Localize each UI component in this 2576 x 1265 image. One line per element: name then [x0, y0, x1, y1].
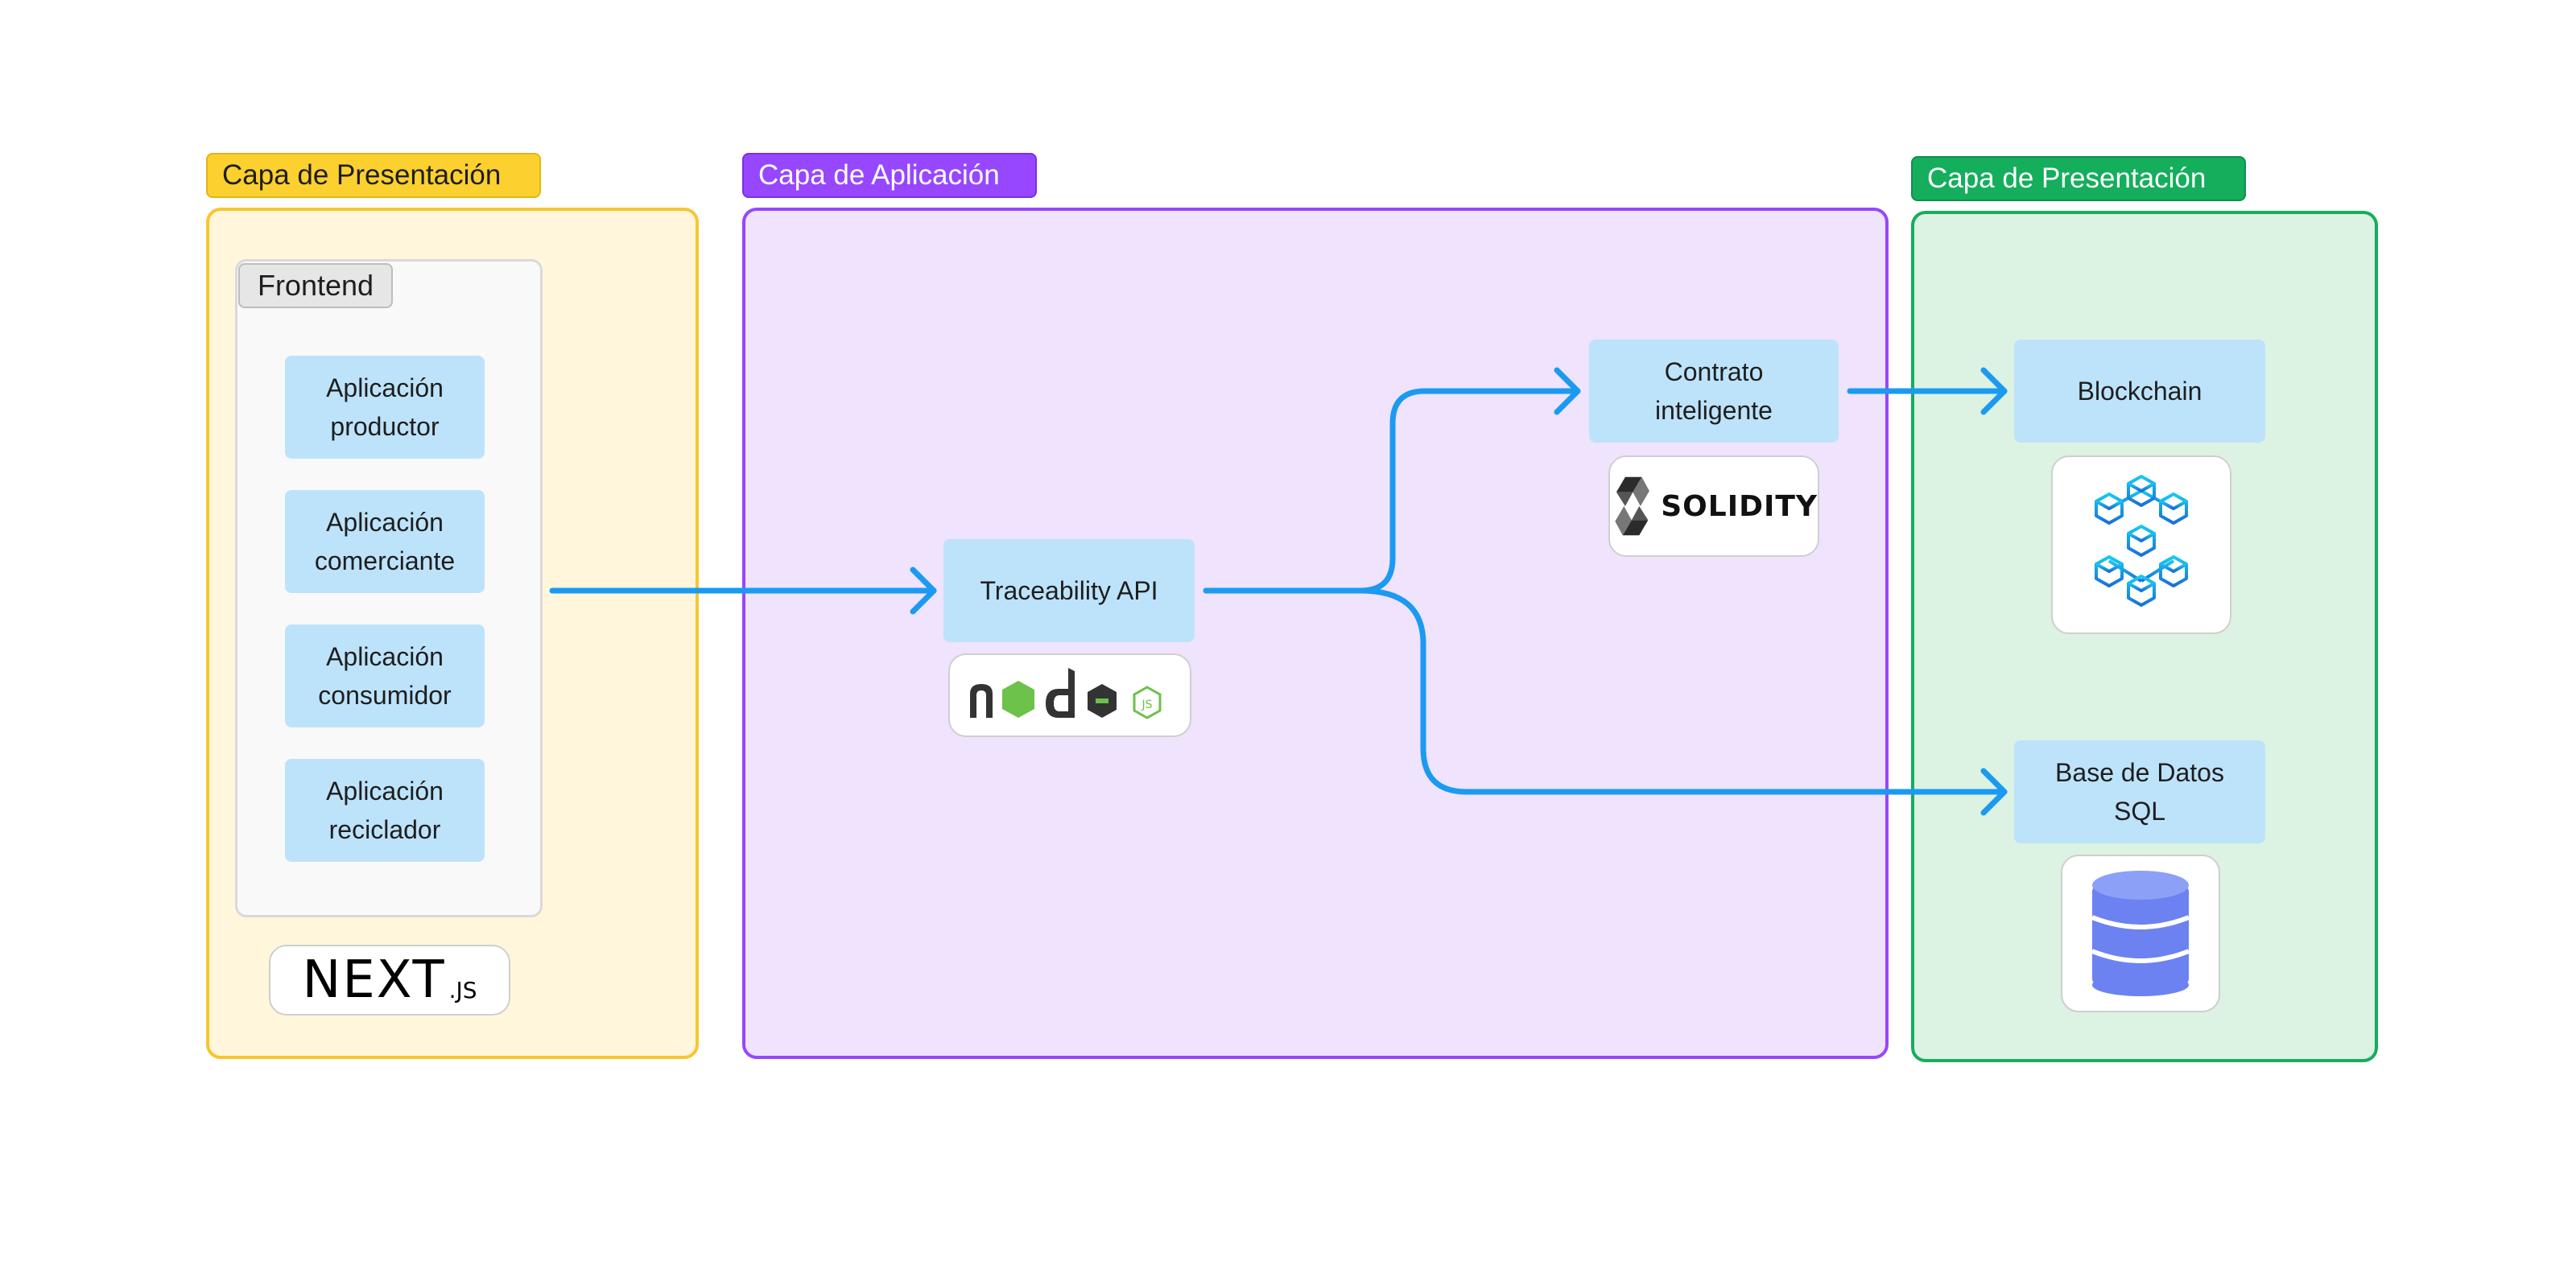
- svg-text:JS: JS: [1141, 698, 1152, 711]
- blockchain-label: Blockchain: [2077, 377, 2202, 406]
- app-productor-node: Aplicación productor: [285, 356, 485, 459]
- app-reciclador-node: Aplicación reciclador: [285, 759, 485, 862]
- database-line1: Base de Datos: [2055, 758, 2224, 787]
- traceability-api-node: Traceability API: [943, 539, 1195, 642]
- database-node: Base de Datos SQL: [2014, 740, 2265, 843]
- solidity-logo-graphic: [1615, 476, 1649, 536]
- smart-contract-node: Contrato inteligente: [1589, 340, 1839, 443]
- nextjs-logo-suffix: .JS: [448, 976, 477, 1003]
- nodejs-logo-graphic: JS: [970, 668, 1162, 719]
- traceability-api-label: Traceability API: [980, 576, 1158, 605]
- arrow-api-to-contract: [1203, 388, 1581, 594]
- app-comerciante-line2: comerciante: [314, 546, 456, 575]
- arrow-api-to-database: [1357, 587, 2008, 795]
- layer-title-presentation-left: Capa de Presentación: [206, 153, 541, 198]
- solidity-logo-text: SOLIDITY: [1661, 489, 1818, 523]
- app-consumidor-line1: Aplicación: [326, 642, 444, 671]
- blockchain-node: Blockchain: [2014, 340, 2265, 443]
- app-comerciante-line1: Aplicación: [326, 508, 444, 537]
- app-reciclador-line1: Aplicación: [326, 777, 444, 806]
- solidity-logo-icon: SOLIDITY: [1608, 455, 1819, 557]
- app-reciclador-line2: reciclador: [328, 815, 441, 844]
- blockchain-cubes-graphic: [2095, 475, 2188, 607]
- layer-title-presentation-right: Capa de Presentación: [1911, 156, 2246, 201]
- smart-contract-line2: inteligente: [1655, 396, 1773, 425]
- app-consumidor-line2: consumidor: [318, 681, 452, 710]
- smart-contract-line1: Contrato: [1664, 357, 1764, 386]
- database-line2: SQL: [2113, 797, 2166, 826]
- app-comerciante-node: Aplicación comerciante: [285, 490, 485, 593]
- arrowhead-api-to-database: [1980, 768, 2008, 816]
- nextjs-logo-icon: NEXT .JS: [269, 945, 510, 1016]
- database-graphic: [2091, 871, 2190, 996]
- arrowhead-contract-to-blockchain: [1980, 367, 2008, 415]
- frontend-label: Frontend: [238, 263, 393, 308]
- blockchain-cubes-icon: [2051, 455, 2231, 634]
- layer-title-application: Capa de Aplicación: [742, 153, 1037, 198]
- app-consumidor-node: Aplicación consumidor: [285, 624, 485, 727]
- app-productor-line2: productor: [330, 412, 440, 441]
- nextjs-logo-text: NEXT: [302, 950, 446, 1010]
- nodejs-logo-icon: JS: [948, 653, 1191, 737]
- arrowhead-frontend-to-api: [910, 567, 937, 615]
- database-icon: [2061, 855, 2220, 1012]
- app-productor-line1: Aplicación: [326, 373, 444, 402]
- arrowhead-api-to-contract: [1554, 367, 1581, 415]
